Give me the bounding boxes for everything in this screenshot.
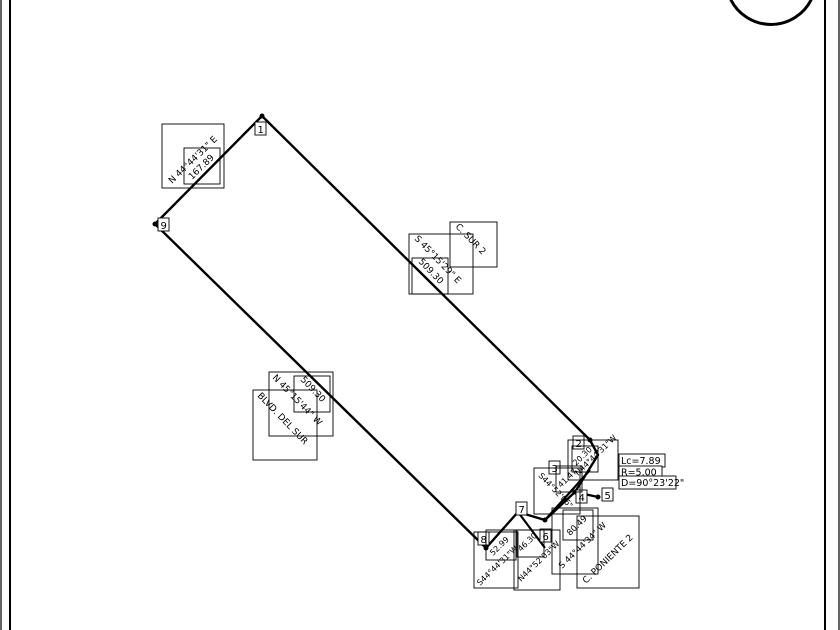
svg-text:9: 9 — [161, 221, 167, 232]
vertex-label-6: 6 — [539, 528, 552, 543]
vertex-label-9: 9 — [157, 217, 170, 232]
svg-text:8: 8 — [481, 535, 487, 546]
curve-radius: R=5.00 — [621, 468, 657, 479]
svg-text:3: 3 — [552, 464, 558, 475]
vertex-label-2: 2 — [572, 435, 585, 450]
street-label: C. SUR 2 — [453, 222, 487, 257]
vertex-label-8: 8 — [477, 531, 490, 546]
curve-delta: D=90°23'22" — [621, 478, 684, 489]
svg-text:7: 7 — [519, 505, 525, 516]
vertex-point — [152, 221, 158, 227]
svg-text:5: 5 — [605, 491, 611, 502]
label-group-side-2-3: N44°44'31"W 20.30 — [567, 433, 619, 481]
vertex-label-1: 1 — [254, 121, 267, 136]
boundary-segment — [544, 469, 591, 521]
inner-frame — [9, 0, 826, 630]
svg-text:4: 4 — [579, 493, 585, 504]
lot-boundary — [153, 115, 600, 550]
label-group-side-1-2: C. SUR 2 S 45°15'29" E 509.30 — [408, 221, 498, 295]
seal-circle — [729, 0, 813, 26]
vertex-label-4: 4 — [575, 489, 588, 504]
vertex-point — [259, 113, 265, 119]
svg-text:1: 1 — [258, 125, 264, 136]
vertex-label-3: 3 — [548, 460, 561, 475]
curve-length: Lc=7.89 — [621, 456, 661, 467]
vertex-point — [542, 517, 548, 523]
distance-label: 46.30 — [516, 531, 539, 553]
curve-data: Lc=7.89 R=5.00 D=90°23'22" — [618, 453, 684, 490]
vertex-label-7: 7 — [515, 501, 528, 516]
vertex-point — [595, 494, 601, 500]
vertex-label-5: 5 — [601, 487, 614, 502]
svg-text:2: 2 — [576, 439, 582, 450]
svg-text:6: 6 — [543, 532, 549, 543]
label-group-side-1-9: N 44°44'31" E 167.89 — [161, 123, 225, 189]
label-group-side-6-5: S 44°44'34" W 80.49 C. PONIENTE 2 — [551, 507, 640, 589]
